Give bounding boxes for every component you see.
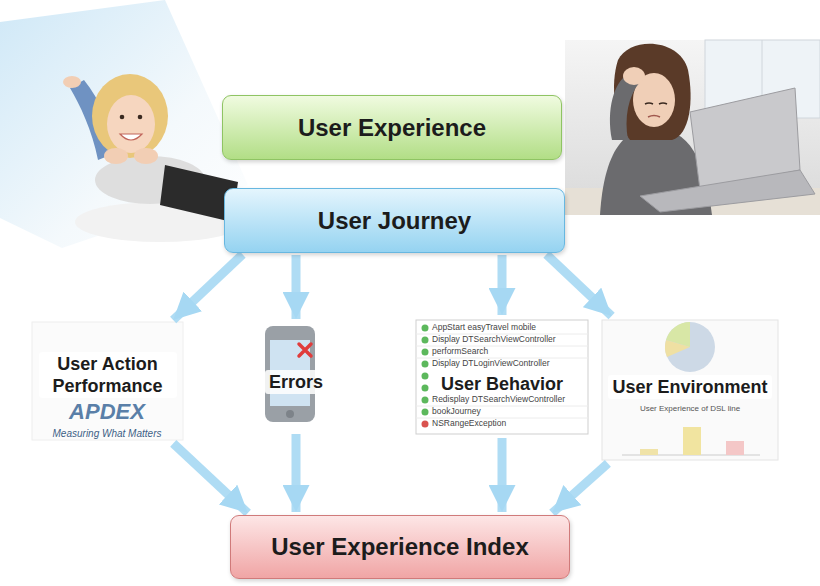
metric-title: User Environment xyxy=(608,375,771,399)
flow-arrow xyxy=(292,434,301,512)
hand xyxy=(623,67,645,85)
list-item: Redisplay DTSearchViewController xyxy=(432,395,565,404)
list-item: AppStart easyTravel mobile xyxy=(432,323,536,332)
action-list xyxy=(416,320,588,434)
panel-ground xyxy=(32,322,183,440)
status-dot xyxy=(422,337,429,344)
experience-box: User Experience xyxy=(222,95,562,160)
box-title: User Experience xyxy=(298,114,486,142)
hair xyxy=(92,74,168,158)
status-dot xyxy=(422,361,429,368)
phone-button xyxy=(286,410,294,418)
chart-bar xyxy=(683,427,701,455)
row-line xyxy=(416,406,588,407)
chart-title: User Experience of DSL line xyxy=(640,405,740,414)
list-item: Display DTSearchViewController xyxy=(432,335,556,344)
foot xyxy=(63,76,81,88)
metric-panel: Errors xyxy=(250,322,342,432)
flow-arrow xyxy=(552,463,608,513)
hand xyxy=(134,148,158,164)
pie-slice xyxy=(665,322,715,372)
mouth xyxy=(648,116,660,118)
flow-arrow xyxy=(498,255,507,315)
logo-text: APDEX xyxy=(69,400,145,424)
status-dot xyxy=(422,409,429,416)
list-ground xyxy=(416,320,588,434)
metric-title: User Action Performance xyxy=(39,352,177,398)
metric-panel: User Environment xyxy=(594,318,786,462)
panel-ground xyxy=(602,320,778,460)
status-dot xyxy=(422,421,429,428)
chart-bar xyxy=(640,449,658,455)
smile xyxy=(120,134,142,140)
frustrated-woman-photo xyxy=(565,40,820,215)
index-box: User Experience Index xyxy=(230,515,570,579)
metric-title: Errors xyxy=(265,370,327,394)
metric-panel: User Behavior xyxy=(414,318,590,436)
environment-charts xyxy=(602,320,778,460)
eye xyxy=(138,115,143,120)
list-item: performSearch xyxy=(432,347,488,356)
happy-woman-photo xyxy=(0,0,248,248)
flow-arrow xyxy=(292,255,301,319)
list-item: NSRangeException xyxy=(432,419,506,428)
box-title: User Journey xyxy=(318,207,471,235)
row-line xyxy=(416,358,588,359)
error-cross xyxy=(299,344,311,356)
photo-ground xyxy=(565,40,820,215)
flow-arrow xyxy=(173,443,248,513)
metric-panel: User Action Performance xyxy=(25,322,191,442)
flow-arrow xyxy=(546,254,611,316)
journey-box: User Journey xyxy=(224,188,565,253)
eyes xyxy=(645,103,667,104)
status-dot xyxy=(422,349,429,356)
eye xyxy=(120,115,125,120)
metric-title: User Behavior xyxy=(437,372,567,396)
flow-arrow xyxy=(498,438,507,512)
status-dot xyxy=(422,325,429,332)
status-dot xyxy=(422,385,429,392)
row-line xyxy=(416,418,588,419)
pie-slice xyxy=(665,340,690,357)
row-line xyxy=(416,346,588,347)
face xyxy=(107,95,155,153)
box-title: User Experience Index xyxy=(271,533,528,561)
row-line xyxy=(416,334,588,335)
chart-bar xyxy=(726,441,744,455)
status-dot xyxy=(422,373,429,380)
hand xyxy=(104,148,128,164)
laptop-base xyxy=(640,170,815,212)
logo-tagline: Measuring What Matters xyxy=(53,428,162,439)
status-dot xyxy=(422,397,429,404)
list-item: bookJourney xyxy=(432,407,481,416)
flow-arrow xyxy=(173,254,242,320)
photo-ground xyxy=(0,0,248,248)
list-item: Display DTLoginViewController xyxy=(432,359,549,368)
